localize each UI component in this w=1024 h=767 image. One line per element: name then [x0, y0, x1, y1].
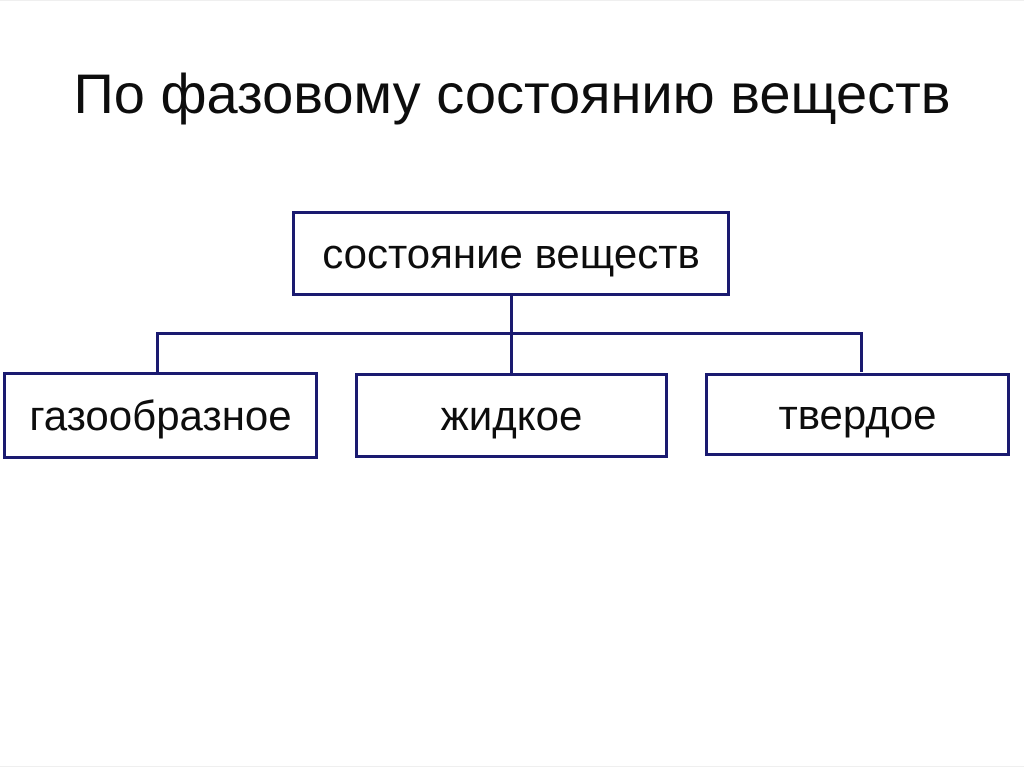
node-solid-label: твердое	[778, 390, 937, 438]
connector-root-stem	[510, 296, 513, 374]
node-gaseous-label: газообразное	[29, 391, 292, 439]
slide-title: По фазовому состоянию веществ	[73, 62, 951, 125]
node-liquid: жидкое	[355, 373, 668, 458]
node-gaseous: газообразное	[3, 372, 318, 459]
connector-crossbar	[156, 332, 863, 335]
connector-left-drop	[156, 335, 159, 372]
node-root: состояние веществ	[292, 211, 730, 296]
node-liquid-label: жидкое	[440, 391, 583, 439]
connector-right-drop	[860, 335, 863, 372]
node-root-label: состояние веществ	[322, 229, 700, 277]
node-solid: твердое	[705, 373, 1010, 456]
